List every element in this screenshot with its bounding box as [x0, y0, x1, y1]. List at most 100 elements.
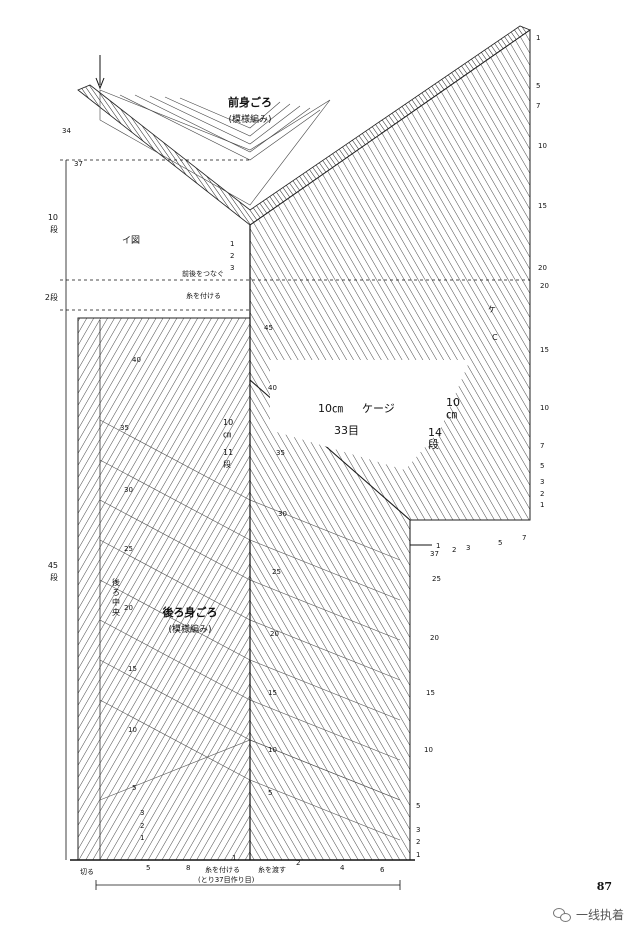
svg-text:段: 段	[428, 437, 439, 451]
svg-text:中: 中	[112, 597, 120, 607]
short-row-numbers: 123	[230, 240, 234, 272]
back-left-block	[77, 317, 251, 861]
row-number: 15	[268, 689, 277, 697]
row-number: 20	[538, 264, 547, 272]
dim-mid: 2段	[45, 292, 58, 302]
row-number: 15	[426, 689, 435, 697]
row-number: 20	[124, 604, 133, 612]
note-cut: 切る	[80, 868, 94, 876]
row-number: 5	[540, 462, 544, 470]
row-number: 1	[140, 834, 144, 842]
row-number: 2	[296, 859, 300, 867]
row-number: 3	[140, 809, 144, 817]
row-number: 7	[536, 102, 540, 110]
row-number: 2	[230, 252, 234, 260]
row-number: 3	[540, 478, 544, 486]
row-number: 5	[146, 864, 150, 872]
svg-text:10: 10	[223, 418, 233, 427]
row-number: 5	[268, 789, 272, 797]
svg-text:11: 11	[223, 448, 233, 457]
note-join: 前後をつなぐ	[182, 269, 224, 278]
svg-text:14: 14	[428, 426, 442, 439]
back-title: 後ろ身ごろ	[163, 605, 218, 619]
row-number: 20	[430, 634, 439, 642]
note-transfer: 糸を渡す	[258, 865, 286, 874]
back-center-label: 後 ろ 中 央	[112, 577, 120, 617]
row-number: 5	[536, 82, 540, 90]
row-number: 3	[416, 826, 420, 834]
start-arrow-icon	[95, 55, 105, 90]
row-number: 10	[540, 404, 549, 412]
note-chain: (とり37目作り目)	[198, 875, 255, 884]
row-number: 5	[132, 784, 136, 792]
row-number: 35	[120, 424, 129, 432]
page-number: 87	[596, 880, 612, 893]
row-number: 25	[432, 575, 441, 583]
row-number: 20	[540, 282, 549, 290]
svg-text:段: 段	[223, 459, 231, 469]
row-number: 1	[540, 501, 544, 509]
row-number: 30	[278, 510, 287, 518]
row-number: 15	[540, 346, 549, 354]
row-number: 2	[416, 838, 420, 846]
svg-text:㎝: ㎝	[446, 408, 457, 421]
front-chevron-area	[99, 89, 331, 206]
row-number: 2	[452, 546, 456, 554]
row-number: 7	[522, 534, 526, 542]
mark-c: C	[492, 333, 498, 342]
row-number: 30	[124, 486, 133, 494]
row-number: 1	[436, 542, 440, 550]
back-subtitle: (模様編み)	[168, 623, 211, 635]
row-number: 37	[74, 160, 83, 168]
gauge-label: 10㎝ ケージ 33目 10 ㎝ 14 段 10 ㎝ 11 段	[223, 396, 460, 469]
svg-text:後: 後	[112, 577, 120, 587]
row-number: 40	[268, 384, 277, 392]
mark-ke: ケ	[488, 305, 496, 314]
dim-bottom-unit: 段	[50, 572, 58, 582]
row-number: 10	[424, 746, 433, 754]
row-number: 2	[140, 822, 144, 830]
dim-top-value: 10	[48, 213, 58, 222]
row-number: 7	[540, 442, 544, 450]
dim-top-unit: 段	[50, 224, 58, 234]
row-number: 1	[536, 34, 540, 42]
svg-text:㎝: ㎝	[223, 430, 231, 439]
dimension-lines	[60, 159, 530, 890]
row-number: 37	[430, 550, 439, 558]
row-number: 1	[230, 240, 234, 248]
right-step-edge	[409, 520, 432, 546]
row-number: 25	[124, 545, 133, 553]
row-number: 5	[416, 802, 420, 810]
front-title: 前身ごろ	[228, 95, 272, 109]
row-number: 15	[128, 665, 137, 673]
row-number: 25	[272, 568, 281, 576]
row-number: 2	[540, 490, 544, 498]
svg-text:ろ: ろ	[112, 588, 120, 597]
row-number: 4	[340, 864, 345, 872]
row-number: 35	[276, 449, 285, 457]
row-number: 15	[538, 202, 547, 210]
row-number: 3	[466, 544, 470, 552]
row-number: 10	[538, 142, 547, 150]
svg-text:央: 央	[112, 607, 120, 617]
figure-label: イ図	[122, 235, 140, 246]
dim-bottom-value: 45	[48, 561, 58, 570]
wechat-icon	[552, 907, 571, 922]
row-number: 8	[186, 864, 190, 872]
row-number: 40	[132, 356, 141, 364]
row-number: 45	[264, 324, 273, 332]
watermark-text: 一线执着	[575, 908, 624, 922]
row-number: 5	[498, 539, 502, 547]
front-subtitle: (模様編み)	[228, 113, 271, 125]
row-number: 20	[270, 630, 279, 638]
svg-text:10㎝: 10㎝	[318, 402, 343, 415]
front-chevron-lines	[119, 94, 321, 161]
